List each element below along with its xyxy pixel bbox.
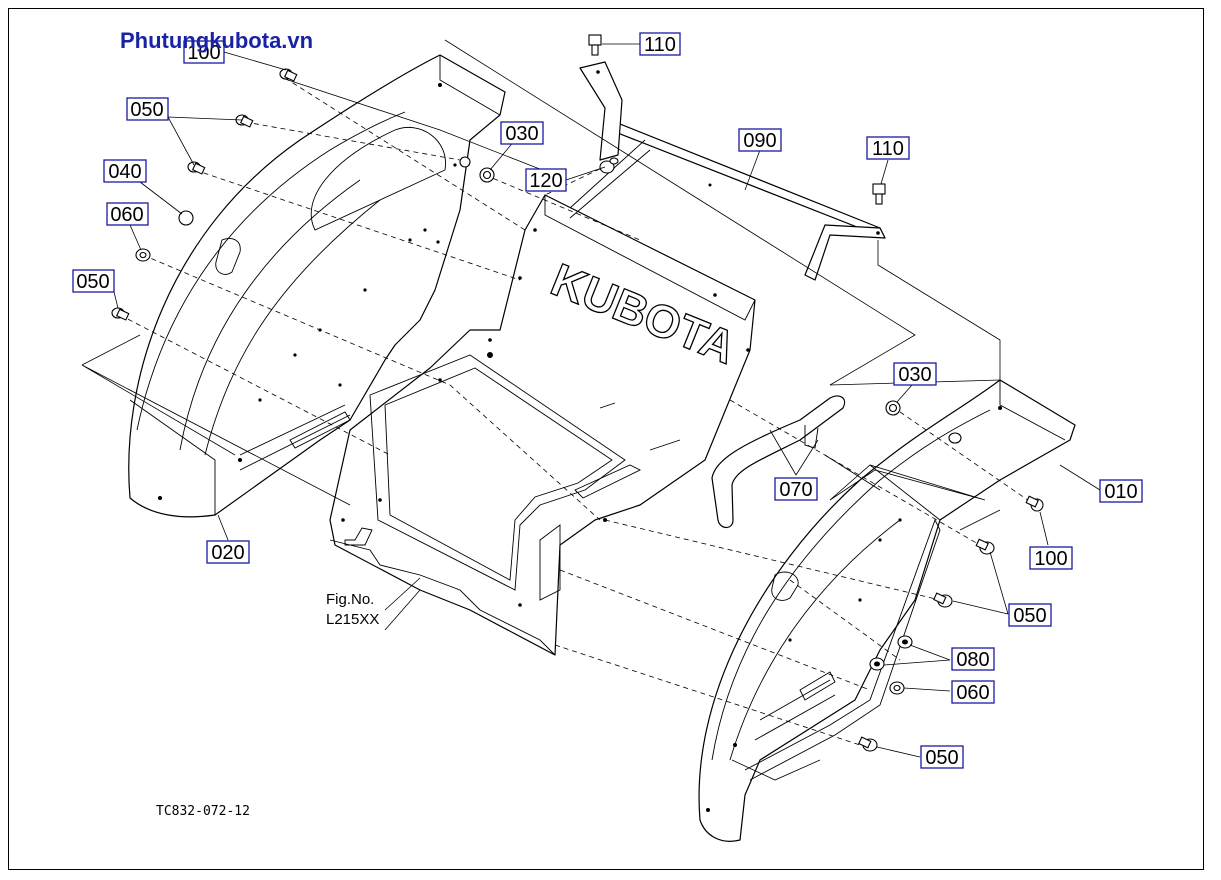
svg-text:110: 110 — [872, 138, 904, 160]
callout-100-left: 100 — [183, 40, 225, 64]
svg-text:070: 070 — [779, 479, 812, 501]
washer-080-b — [869, 657, 885, 671]
svg-text:120: 120 — [529, 170, 562, 192]
bolt-050-a — [235, 114, 254, 128]
bolt-050-c-upper — [975, 538, 995, 555]
callout-050-a: 050 — [126, 97, 169, 121]
phantom-lines — [81, 39, 1036, 781]
nut-030-right — [885, 400, 962, 444]
bolt-110-top — [588, 34, 602, 56]
grab-handle — [711, 395, 846, 529]
bolt-120 — [599, 157, 619, 174]
bolt-050-b-upper — [187, 161, 206, 175]
callout-060-left: 060 — [106, 202, 149, 226]
washer-080-a — [897, 635, 913, 649]
bolt-100-left — [279, 68, 298, 82]
nut-060-left — [135, 248, 151, 262]
svg-text:010: 010 — [1104, 481, 1137, 503]
bolt-050-left-lower — [111, 307, 130, 321]
nut-030-left — [459, 156, 495, 183]
leader-lines — [113, 43, 1101, 758]
svg-text:030: 030 — [898, 364, 931, 386]
callout-080: 080 — [951, 647, 995, 671]
callout-030-right: 030 — [893, 362, 937, 386]
bolt-100-right — [1025, 495, 1044, 512]
callout-040: 040 — [103, 159, 147, 183]
fig-number: Fig.No. L215XX — [326, 590, 379, 630]
stay-bar — [569, 61, 886, 281]
bolt-050-d — [858, 736, 878, 752]
svg-text:100: 100 — [1034, 548, 1067, 570]
callout-070: 070 — [774, 477, 818, 501]
svg-text:040: 040 — [108, 161, 141, 183]
callout-060-right: 060 — [951, 680, 995, 704]
svg-text:050: 050 — [925, 747, 958, 769]
watermark-text: Phutungkubota.vn — [120, 28, 314, 53]
callout-030-left: 030 — [500, 121, 544, 145]
figure-code: TC832-072-12 — [156, 804, 250, 819]
bolt-050-c-lower — [933, 592, 953, 608]
fig-number-value: L215XX — [326, 611, 380, 628]
svg-text:050: 050 — [130, 99, 163, 121]
svg-text:060: 060 — [110, 204, 143, 226]
svg-text:050: 050 — [76, 271, 109, 293]
callouts: 110 100 050 030 090 120 040 110 — [72, 32, 1143, 769]
callout-100-right: 100 — [1029, 546, 1073, 570]
callout-090: 090 — [738, 128, 782, 152]
fig-number-label: Fig.No. — [326, 591, 375, 608]
svg-text:030: 030 — [505, 123, 538, 145]
drawing-frame — [8, 8, 1204, 870]
callout-050-d: 050 — [920, 745, 964, 769]
nut-060-right — [889, 681, 905, 695]
right-fender — [698, 379, 1076, 842]
svg-text:090: 090 — [743, 130, 776, 152]
bolt-110-right — [872, 183, 886, 205]
callout-050-b: 050 — [72, 269, 115, 293]
svg-text:020: 020 — [211, 542, 244, 564]
svg-text:100: 100 — [187, 42, 220, 64]
callout-110-right: 110 — [866, 136, 910, 160]
callout-120: 120 — [525, 168, 567, 192]
left-fender — [128, 54, 506, 518]
callout-110-top: 110 — [639, 32, 681, 56]
svg-text:080: 080 — [956, 649, 989, 671]
callout-010: 010 — [1099, 479, 1143, 503]
svg-text:110: 110 — [644, 34, 676, 56]
callout-020: 020 — [206, 540, 250, 564]
svg-text:050: 050 — [1013, 605, 1046, 627]
fasteners — [111, 34, 1044, 752]
callout-050-c: 050 — [1008, 603, 1052, 627]
svg-text:060: 060 — [956, 682, 989, 704]
washer-040 — [178, 210, 194, 226]
